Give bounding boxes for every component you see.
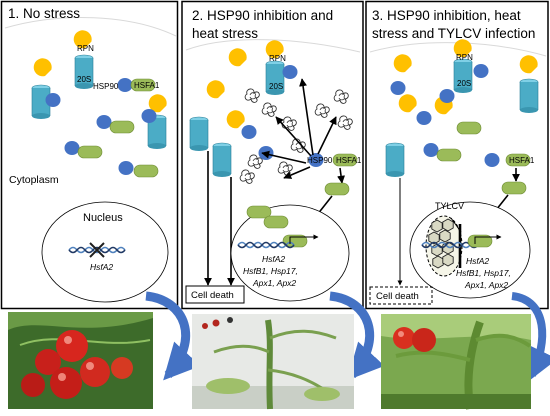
- proteasome-icon: [212, 142, 232, 178]
- nucleus-label: Nucleus: [83, 212, 123, 224]
- cell-death-label: Cell death: [376, 291, 419, 302]
- panel-title: 1. No stress: [8, 6, 80, 21]
- gene-label: HsfB1, Hsp17,: [243, 266, 298, 276]
- 20s-label: 20S: [269, 82, 283, 91]
- hsp90-icon: [484, 153, 500, 167]
- panel-title-line1: 2. HSP90 inhibition and: [192, 8, 333, 23]
- hsp90-label: HSP90: [93, 82, 119, 91]
- curved-arrow-icon: [511, 292, 550, 381]
- panel-title-line1: 3. HSP90 inhibition, heat: [372, 8, 521, 23]
- cytoplasm-label: Cytoplasm: [9, 174, 59, 186]
- cell-death-box: [185, 285, 245, 304]
- proteasome-icon: [189, 116, 209, 152]
- cell-death-label: Cell death: [191, 290, 234, 301]
- gene-label: Apx1, Apx2: [252, 278, 296, 288]
- gene-label: Apx1, Apx2: [464, 280, 508, 290]
- proteasome-icon: [519, 78, 539, 114]
- transcription-arrow: [289, 234, 319, 244]
- gene-label: HsfA2: [262, 254, 285, 264]
- rpn-label: RPN: [456, 53, 473, 62]
- gene-label: HsfB1, Hsp17,: [456, 268, 511, 278]
- inhibition-cross-icon: [89, 242, 105, 258]
- hsp90-icon: [241, 125, 257, 139]
- tylcv-label: TYLCV: [435, 201, 464, 211]
- curved-arrow-icon: [329, 291, 385, 381]
- hsfa1-icon: [436, 148, 462, 162]
- hsfa1-icon: [263, 215, 289, 229]
- proteasome-icon: [385, 142, 405, 178]
- panel-title-line2: heat stress: [192, 26, 258, 41]
- hsfa1-icon: [246, 205, 272, 219]
- proteasome-degradation-arrows: [204, 151, 235, 286]
- hsfa1-label: HSFA1: [509, 156, 535, 165]
- rpn-label: RPN: [269, 54, 286, 63]
- hsfa1-label: HSFA1: [134, 81, 160, 90]
- gene-label: HsfA2: [90, 262, 113, 272]
- panel-title-line2: stress and TYLCV infection: [372, 26, 535, 41]
- hsp90-icon: [473, 64, 489, 78]
- hsp90-icon: [258, 146, 274, 160]
- hsfa1-label: HSFA1: [336, 156, 362, 165]
- hsp90-icon: [282, 65, 298, 79]
- gene-label: HsfA2: [466, 256, 489, 266]
- panel-hsp90-inhibition-heat-tylcv: 3. HSP90 inhibition, heat stress and TYL…: [365, 0, 549, 310]
- hsp90-label: HSP90: [307, 156, 333, 165]
- rpn-label: RPN: [77, 44, 94, 53]
- tomato-photo: [192, 314, 354, 410]
- panel-hsp90-inhibition-heat: 2. HSP90 inhibition and heat stress RPN …: [181, 0, 364, 310]
- hsp90-icon: [439, 89, 455, 103]
- cell-membrane: [4, 17, 177, 37]
- tomato-photo: [381, 314, 532, 410]
- hsp90-binding-arrows: [261, 78, 346, 184]
- 20s-label: 20S: [457, 79, 471, 88]
- hsp90-icon: [390, 81, 406, 95]
- hsfa1-icon: [501, 181, 527, 195]
- hsp90-icon: [423, 143, 439, 157]
- hsfa1-icon: [456, 121, 482, 135]
- panel-no-stress: 1. No stress RPN 20S HSP90 HSFA1: [0, 0, 179, 310]
- curved-arrow-icon: [145, 291, 201, 381]
- cell-death-box: [369, 286, 433, 305]
- transcription-arrow: [474, 234, 502, 244]
- hsfa1-icon: [324, 182, 350, 196]
- tomato-photo: [8, 312, 153, 409]
- hsp90-icon: [416, 111, 432, 125]
- 20s-label: 20S: [77, 75, 91, 84]
- cell-membrane: [185, 39, 361, 53]
- nucleus: [230, 204, 350, 302]
